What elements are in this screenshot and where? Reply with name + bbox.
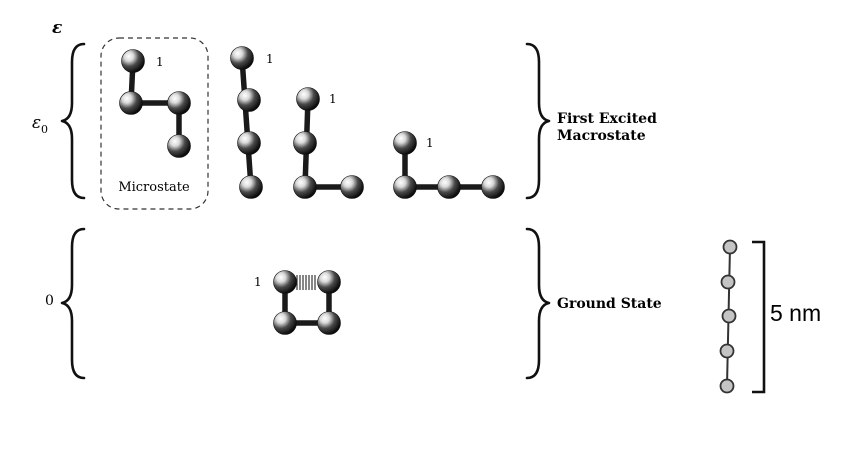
- end-marker-3: 1: [329, 92, 337, 106]
- end-marker-ground: 1: [254, 275, 262, 289]
- first-excited-label-line2: Macrostate: [557, 128, 646, 144]
- level-high-epsilon: ε: [32, 113, 41, 133]
- energy-axis-symbol: ε: [52, 18, 62, 38]
- microstate-highlight-box: [100, 37, 209, 210]
- brace-ground-left: [60, 227, 86, 380]
- brace-excited-left: [60, 42, 86, 200]
- microstate-label: Microstate: [118, 180, 190, 195]
- end-marker-2: 1: [266, 52, 274, 66]
- end-marker-4: 1: [426, 136, 434, 150]
- polymer-conformation-2: 1: [230, 46, 274, 199]
- hydrogen-bond-hatching: [296, 275, 316, 290]
- polymer-conformation-1: 1: [119, 49, 191, 158]
- brace-excited-right: [525, 42, 551, 200]
- scale-label: 5 nm: [770, 300, 821, 326]
- scale-chain: [719, 239, 738, 394]
- polymer-conformation-3: 1: [293, 87, 364, 199]
- level-high-subscript: 0: [41, 123, 48, 136]
- brace-ground-right: [525, 227, 551, 380]
- level-low-label: 0: [45, 293, 54, 309]
- polymer-conformation-4: 1: [393, 131, 505, 199]
- scale-bar: [752, 240, 766, 394]
- first-excited-label-line1: First Excited: [557, 111, 657, 127]
- ground-state-label: Ground State: [557, 296, 662, 312]
- level-high-label: ε 0: [32, 113, 48, 136]
- end-marker-1: 1: [156, 55, 164, 69]
- polymer-ground-state: 1: [254, 270, 341, 335]
